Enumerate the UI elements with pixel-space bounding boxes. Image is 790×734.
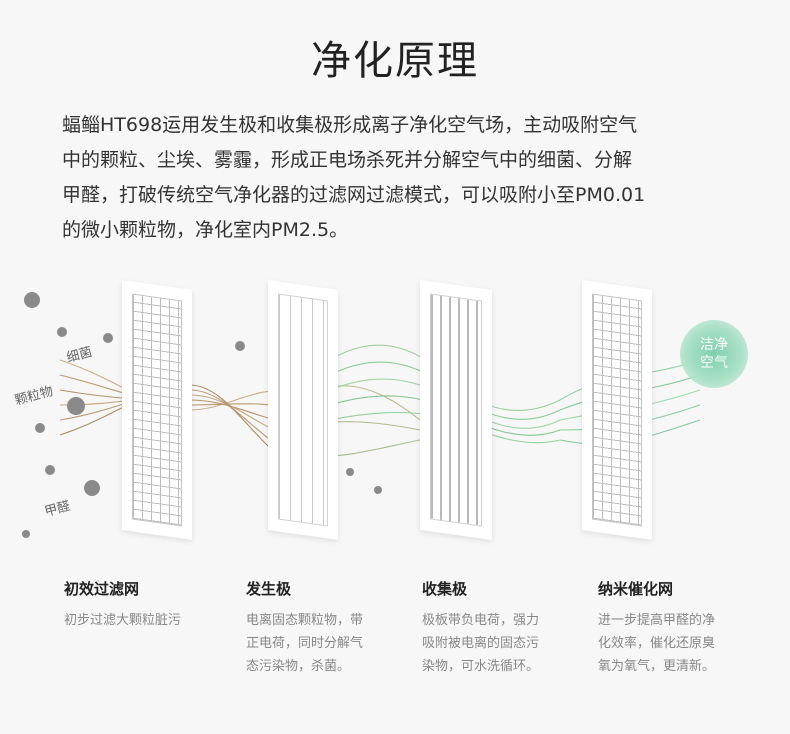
- intro-line: 甲醛，打破传统空气净化器的过滤网过滤模式，可以吸附小至PM0.01: [62, 184, 646, 206]
- stage-caption: 收集极 极板带负电荷，强力 吸附被电离的固态污 染物，可水洗循环。: [422, 578, 592, 678]
- primary-filter: [122, 280, 192, 540]
- stage-line: 吸附被电离的固态污: [422, 636, 540, 651]
- stage-title: 发生极: [246, 580, 292, 598]
- clean-air-badge: 洁净 空气: [680, 320, 748, 388]
- stage-line: 初步过滤大颗粒脏污: [64, 613, 182, 628]
- stage-line: 氧为氧气，更清新。: [598, 659, 716, 674]
- clean-air-text: 空气: [700, 355, 728, 371]
- stage-line: 态污染物，杀菌。: [246, 659, 351, 674]
- stage-line: 染物，可水洗循环。: [422, 659, 540, 674]
- intro-line: 中的颗粒、尘埃、雾霾，形成正电场杀死并分解空气中的细菌、分解: [62, 149, 633, 171]
- stage-line: 进一步提高甲醛的净: [598, 613, 716, 628]
- stage-line: 化效率，催化还原臭: [598, 636, 716, 651]
- stage-caption: 纳米催化网 进一步提高甲醛的净 化效率，催化还原臭 氧为氧气，更清新。: [598, 578, 768, 678]
- page-title: 净化原理: [311, 38, 479, 84]
- stage-title: 初效过滤网: [64, 580, 140, 598]
- stage-caption: 初效过滤网 初步过滤大颗粒脏污: [64, 578, 234, 632]
- collector-electrode: [420, 279, 492, 541]
- stage-description: 初步过滤大颗粒脏污: [64, 609, 234, 632]
- stage-caption: 发生极 电离固态颗粒物，带 正电荷，同时分解气 态污染物，杀菌。: [246, 578, 416, 678]
- generator-electrode: [268, 280, 338, 540]
- stage-title: 纳米催化网: [598, 580, 674, 598]
- intro-line: 的微小颗粒物，净化室内PM2.5。: [62, 219, 349, 241]
- stage-description: 电离固态颗粒物，带 正电荷，同时分解气 态污染物，杀菌。: [246, 609, 416, 678]
- intro-paragraph: 蝠鲻HT698运用发生极和收集极形成离子净化空气场，主动吸附空气 中的颗粒、尘埃…: [62, 108, 742, 248]
- nano-catalytic-mesh: [582, 280, 652, 540]
- stage-description: 极板带负电荷，强力 吸附被电离的固态污 染物，可水洗循环。: [422, 609, 592, 678]
- stage-line: 电离固态颗粒物，带: [246, 613, 364, 628]
- filter-illustration: [0, 265, 790, 565]
- intro-line: 蝠鲻HT698运用发生极和收集极形成离子净化空气场，主动吸附空气: [62, 114, 638, 136]
- stage-line: 正电荷，同时分解气: [246, 636, 364, 651]
- stage-title: 收集极: [422, 580, 468, 598]
- stage-line: 极板带负电荷，强力: [422, 613, 540, 628]
- stage-description: 进一步提高甲醛的净 化效率，催化还原臭 氧为氧气，更清新。: [598, 609, 768, 678]
- clean-air-text: 洁净: [700, 337, 728, 353]
